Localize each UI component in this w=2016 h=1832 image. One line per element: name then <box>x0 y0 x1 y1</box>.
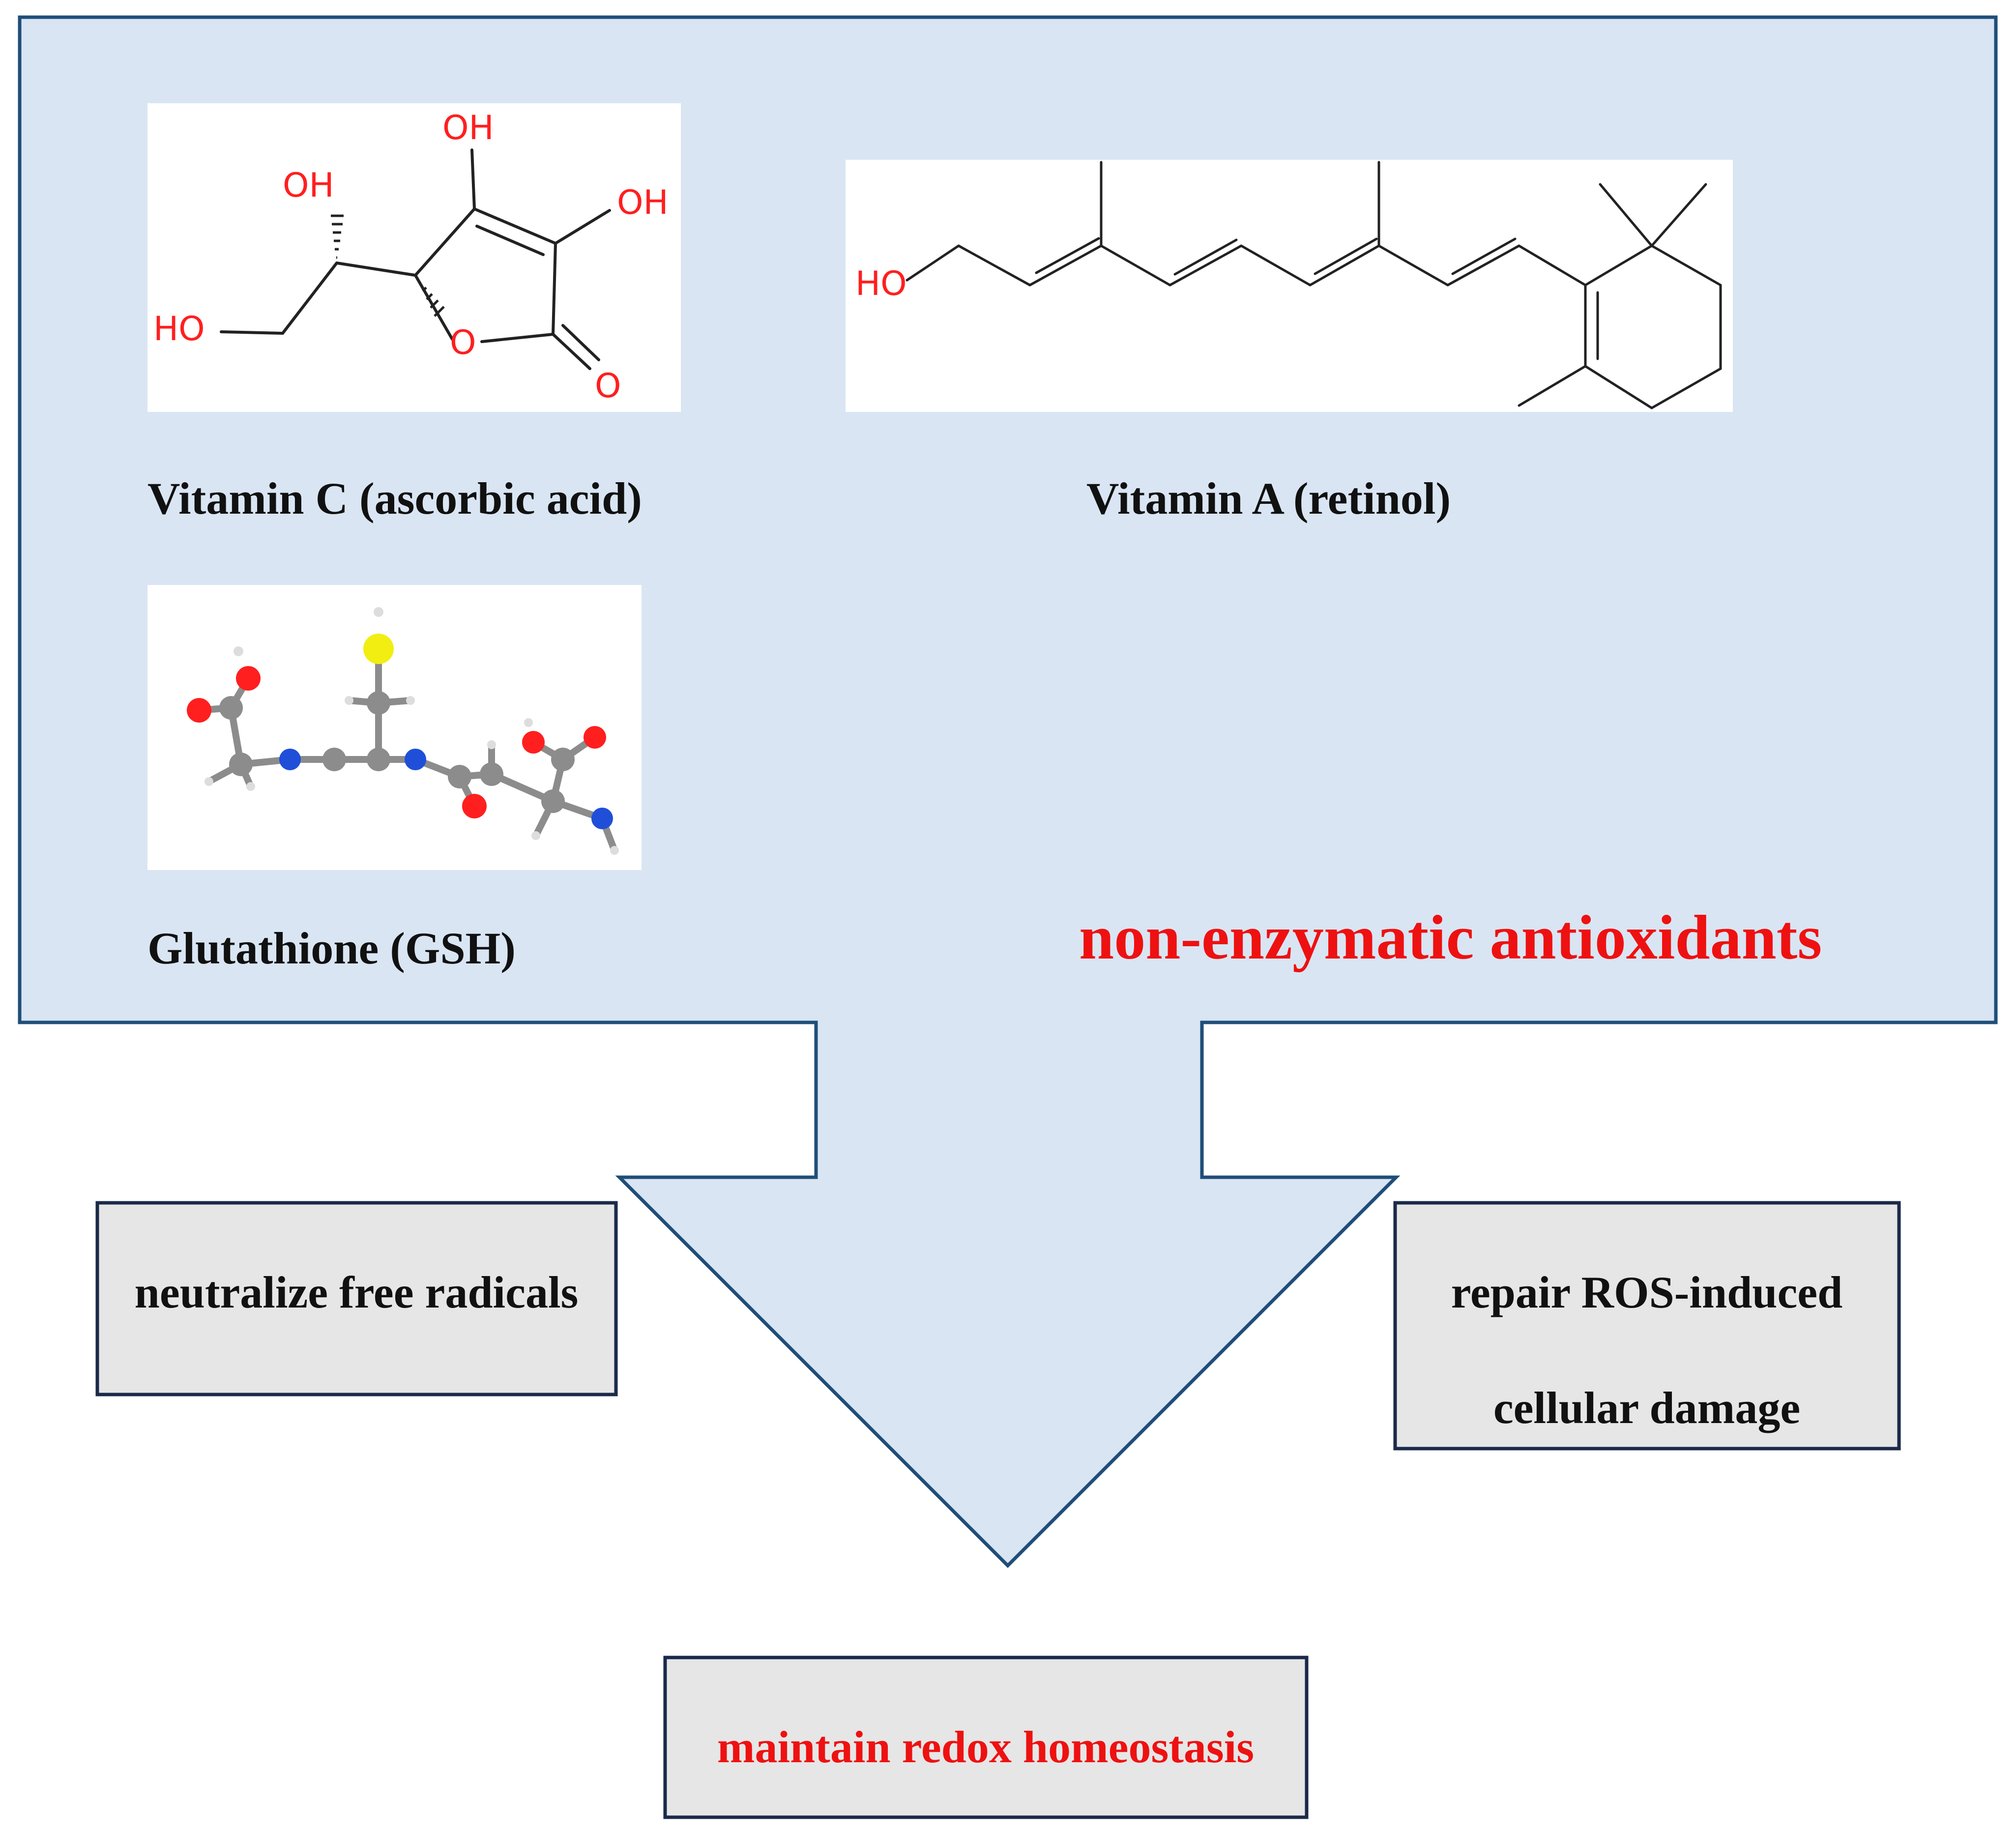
vitamin-c-atom-label: O <box>450 323 476 362</box>
vitamin-c-structure: OH OH OH HO O O <box>147 103 681 412</box>
neutralize-text: neutralize free radicals <box>135 1267 579 1317</box>
outcome-text: maintain redox homeostasis <box>717 1722 1254 1772</box>
vitamin-c-label: Vitamin C (ascorbic acid) <box>147 473 642 523</box>
glutathione-structure <box>147 585 642 870</box>
vitamin-c-atom-label: O <box>595 367 621 406</box>
repair-text-line1: repair ROS-induced <box>1451 1267 1843 1317</box>
vitamin-c-atom-label: HO <box>153 310 205 349</box>
vitamin-a-structure: HO <box>846 160 1733 412</box>
glutathione-label: Glutathione (GSH) <box>147 923 516 973</box>
neutralize-box <box>95 1201 618 1396</box>
vitamin-c-atom-label: OH <box>283 166 334 205</box>
group-title: non-enzymatic antioxidants <box>1079 902 1822 972</box>
outcome-box <box>663 1656 1309 1819</box>
vitamin-c-atom-label: OH <box>442 109 494 147</box>
repair-text-line2: cellular damage <box>1493 1383 1800 1433</box>
vitamin-c-atom-label: OH <box>617 183 669 222</box>
repair-box <box>1393 1201 1901 1451</box>
vitamin-a-atom-label: HO <box>855 264 907 303</box>
vitamin-a-label: Vitamin A (retinol) <box>1086 473 1451 523</box>
